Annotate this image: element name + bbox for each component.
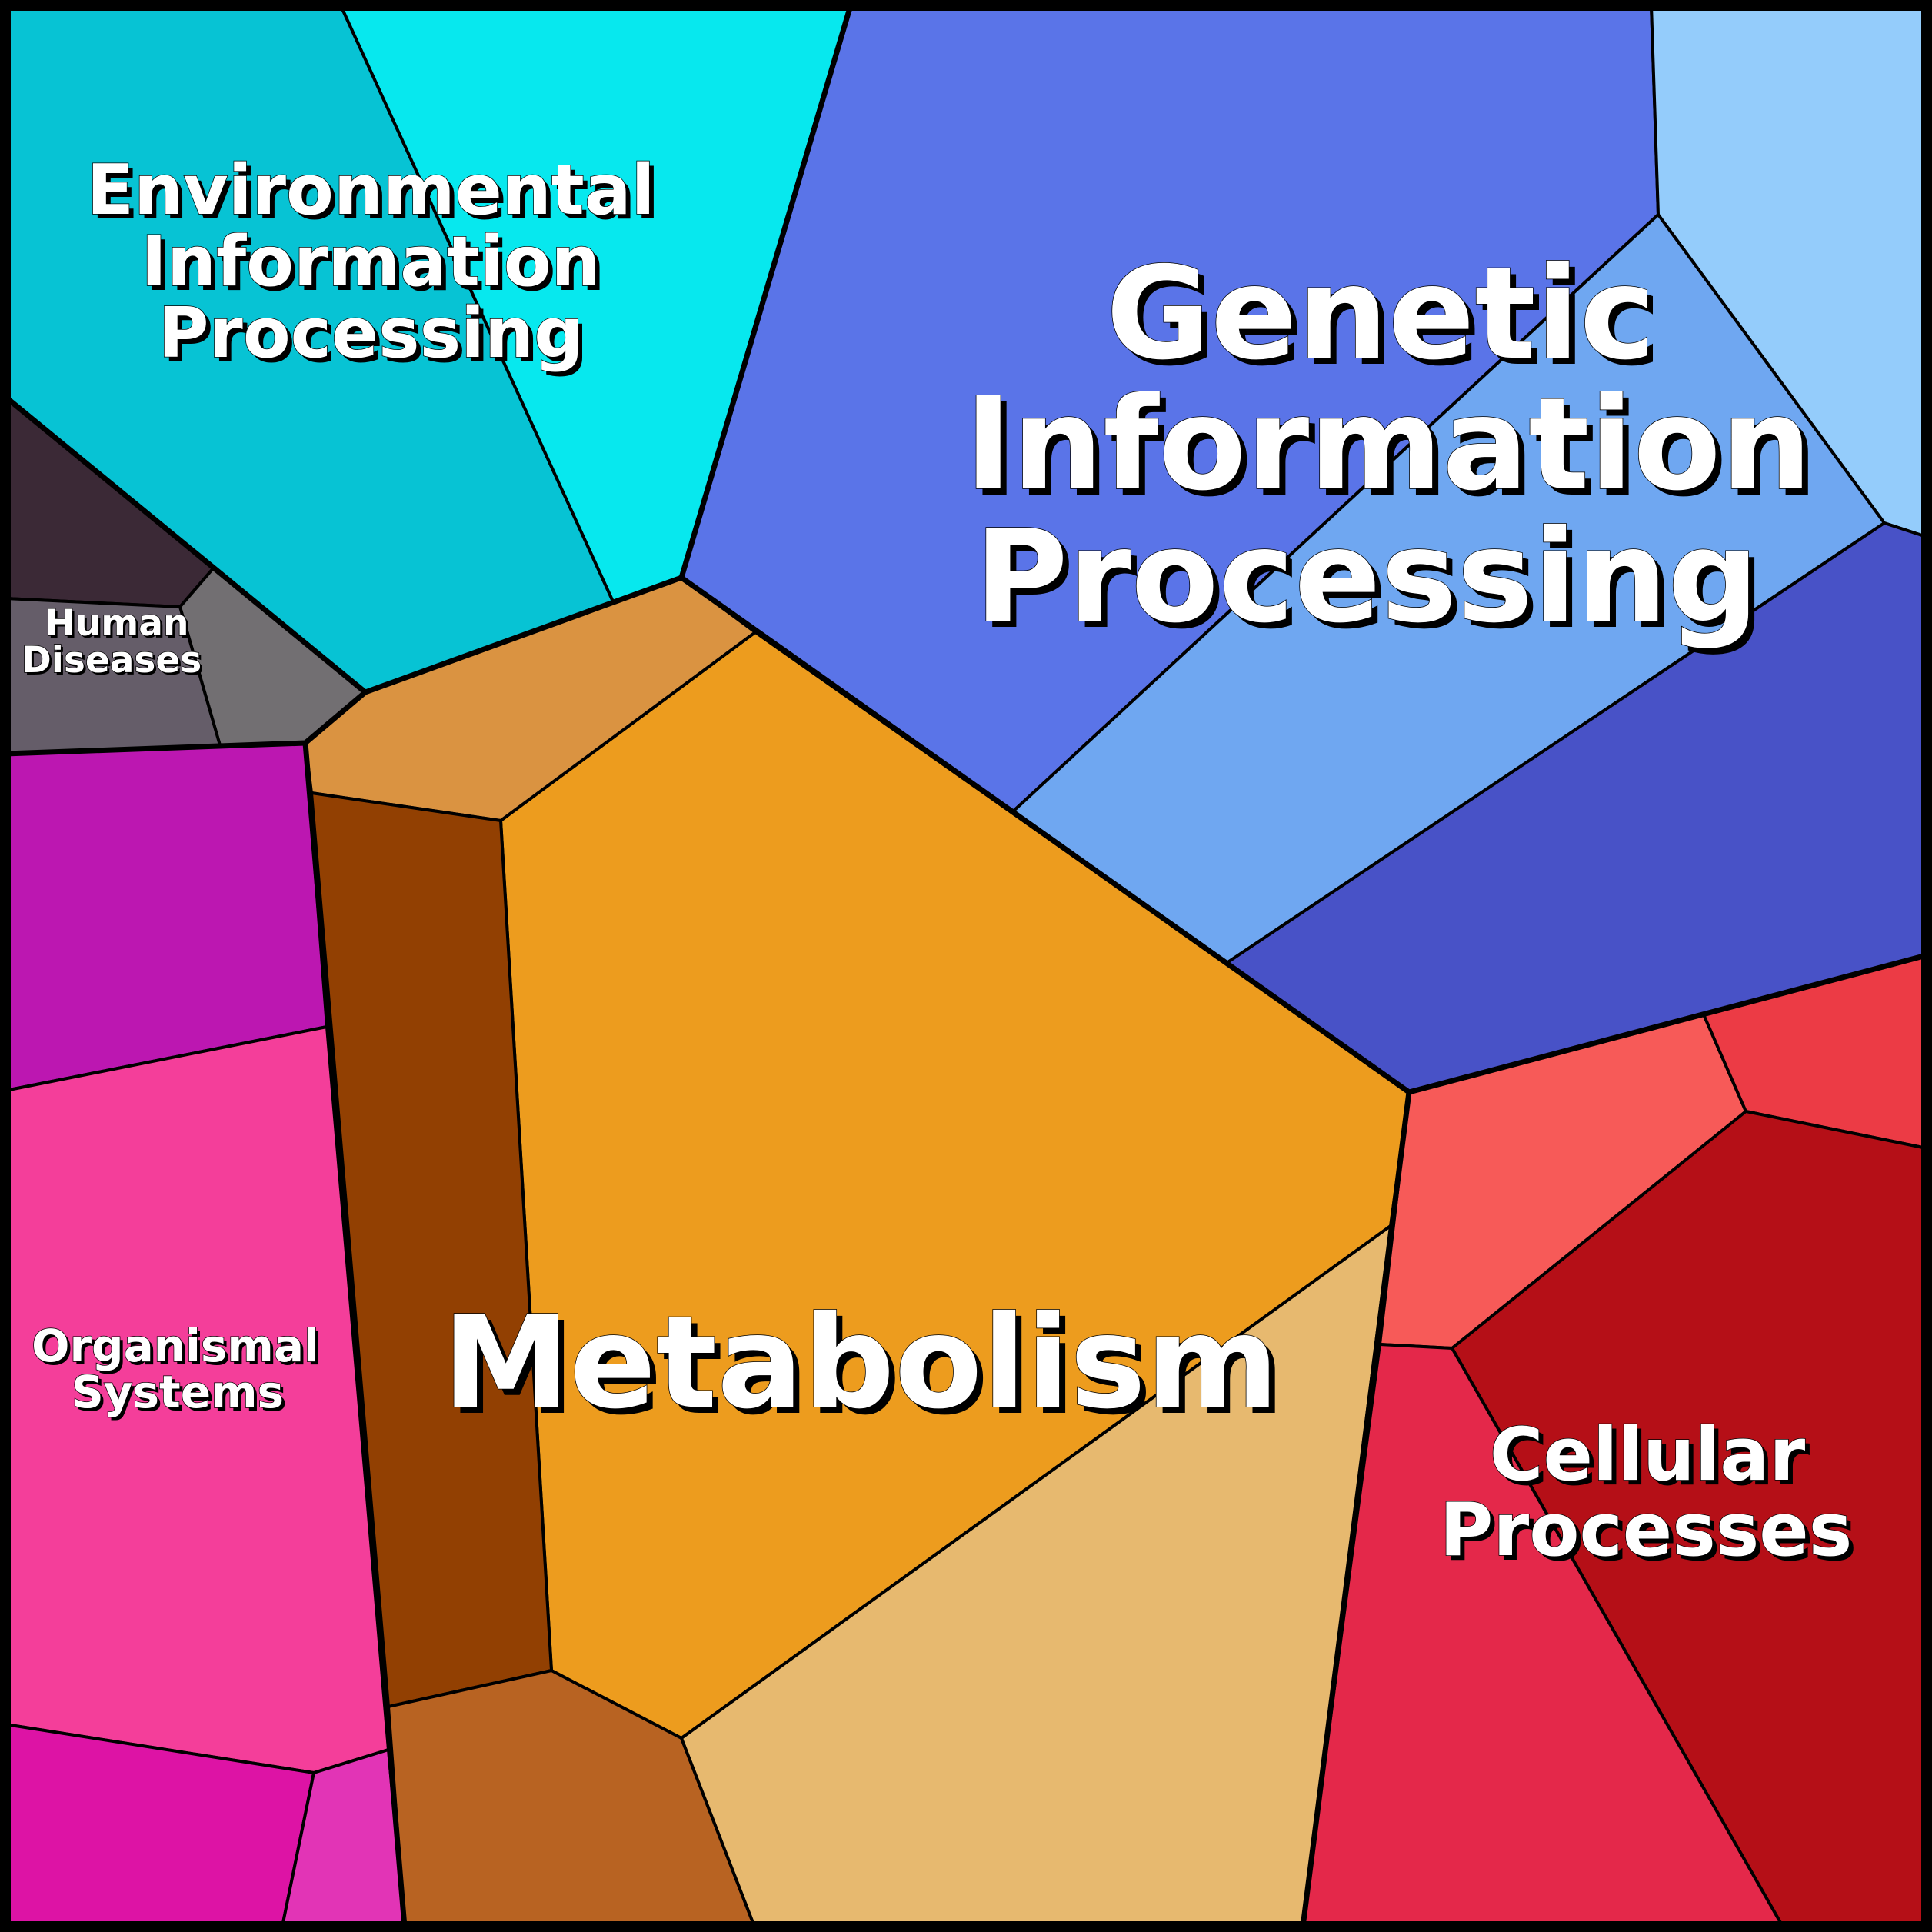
svg-text:Diseases: Diseases	[24, 641, 205, 684]
svg-text:Environmental: Environmental	[87, 150, 655, 231]
svg-text:Organismal: Organismal	[35, 1323, 322, 1375]
svg-text:Systems: Systems	[72, 1366, 284, 1418]
svg-text:Metabolism: Metabolism	[442, 1289, 1279, 1437]
label-environmental-information-processing: Environmental Environmental Information …	[86, 149, 660, 378]
label-cellular-processes: Cellular Cellular Processes Processes	[1439, 1412, 1857, 1577]
svg-text:Processing: Processing	[158, 293, 583, 374]
svg-text:Processing: Processing	[974, 503, 1759, 651]
svg-text:Diseases: Diseases	[22, 639, 202, 681]
svg-text:Systems: Systems	[75, 1369, 287, 1421]
border-genetic-cellular	[1408, 952, 1927, 1095]
svg-text:Metabolism: Metabolism	[448, 1295, 1285, 1444]
label-organismal-systems: Organismal Organismal Systems Systems	[31, 1319, 322, 1421]
label-metabolism: Metabolism Metabolism	[441, 1288, 1285, 1444]
svg-text:Cellular: Cellular	[1490, 1413, 1806, 1497]
svg-text:Cellular: Cellular	[1494, 1417, 1810, 1502]
svg-text:Processing: Processing	[162, 298, 588, 378]
border-environmental-human	[3, 395, 368, 695]
label-genetic-information-processing: Genetic Genetic Information Information …	[964, 239, 1818, 658]
border-human-organismal	[5, 740, 306, 757]
svg-text:Information: Information	[971, 377, 1818, 525]
svg-text:Processes: Processes	[1444, 1493, 1857, 1577]
svg-text:Information: Information	[964, 371, 1812, 519]
svg-text:Human: Human	[45, 602, 189, 645]
svg-text:Information: Information	[145, 226, 605, 307]
svg-text:Human: Human	[48, 605, 192, 647]
svg-text:Organismal: Organismal	[32, 1320, 319, 1372]
border-metabolism	[302, 575, 1412, 1927]
label-human-diseases: Human Human Diseases Diseases	[21, 601, 205, 684]
border-genetic-environmental	[678, 5, 854, 578]
svg-text:Genetic: Genetic	[1106, 240, 1655, 388]
svg-text:Genetic: Genetic	[1112, 246, 1661, 395]
svg-text:Environmental: Environmental	[92, 155, 660, 235]
svg-text:Processing: Processing	[981, 509, 1765, 658]
svg-text:Processes: Processes	[1440, 1488, 1853, 1573]
svg-text:Information: Information	[141, 222, 600, 302]
